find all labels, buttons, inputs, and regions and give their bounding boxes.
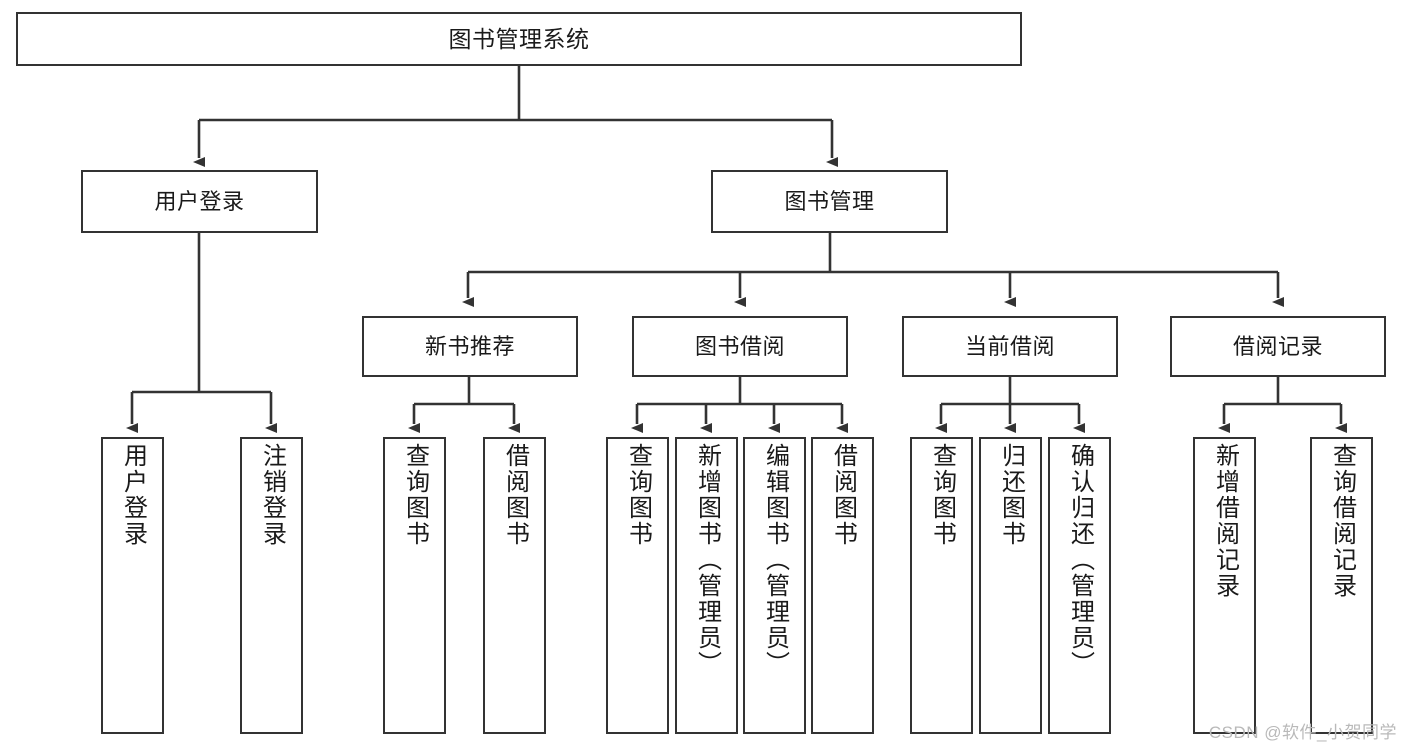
node-label: 新增图书（管理员） xyxy=(693,443,721,677)
leaf-book-borrow-add-book-admin[interactable]: 新增图书（管理员） xyxy=(675,437,738,734)
node-current-borrow[interactable]: 当前借阅 xyxy=(902,316,1118,377)
node-book-management[interactable]: 图书管理 xyxy=(711,170,948,233)
node-label: 编辑图书（管理员） xyxy=(761,443,789,677)
leaf-current-borrow-query-book[interactable]: 查询图书 xyxy=(910,437,973,734)
leaf-user-login-logout[interactable]: 注销登录 xyxy=(240,437,303,734)
node-label: 当前借阅 xyxy=(964,333,1055,359)
node-book-borrow[interactable]: 图书借阅 xyxy=(632,316,848,377)
leaf-borrow-record-add-record[interactable]: 新增借阅记录 xyxy=(1193,437,1256,734)
leaf-new-book-borrow-book[interactable]: 借阅图书 xyxy=(483,437,546,734)
node-borrow-record[interactable]: 借阅记录 xyxy=(1170,316,1386,377)
leaf-book-borrow-edit-book-admin[interactable]: 编辑图书（管理员） xyxy=(743,437,806,734)
node-label: 查询图书 xyxy=(624,443,652,547)
leaf-new-book-query-book[interactable]: 查询图书 xyxy=(383,437,446,734)
node-root-book-management-system[interactable]: 图书管理系统 xyxy=(16,12,1022,66)
node-label: 确认归还（管理员） xyxy=(1066,443,1094,677)
node-label: 新增借阅记录 xyxy=(1211,443,1239,599)
node-label: 图书借阅 xyxy=(694,333,785,359)
node-label: 图书管理系统 xyxy=(448,25,590,52)
node-label: 用户登录 xyxy=(119,443,147,547)
node-label: 查询借阅记录 xyxy=(1328,443,1356,599)
leaf-book-borrow-borrow-book[interactable]: 借阅图书 xyxy=(811,437,874,734)
node-user-login[interactable]: 用户登录 xyxy=(81,170,318,233)
node-label: 借阅图书 xyxy=(829,443,857,547)
leaf-borrow-record-query-record[interactable]: 查询借阅记录 xyxy=(1310,437,1373,734)
leaf-user-login-login[interactable]: 用户登录 xyxy=(101,437,164,734)
node-label: 借阅图书 xyxy=(501,443,529,547)
node-label: 注销登录 xyxy=(258,443,286,547)
leaf-current-borrow-return-book[interactable]: 归还图书 xyxy=(979,437,1042,734)
node-label: 查询图书 xyxy=(401,443,429,547)
node-label: 用户登录 xyxy=(154,188,245,214)
leaf-current-borrow-confirm-return-admin[interactable]: 确认归还（管理员） xyxy=(1048,437,1111,734)
node-new-book-recommend[interactable]: 新书推荐 xyxy=(362,316,578,377)
node-label: 图书管理 xyxy=(784,188,875,214)
node-label: 归还图书 xyxy=(997,443,1025,547)
csdn-watermark: CSDN @软件_小贺同学 xyxy=(1208,723,1397,742)
node-label: 新书推荐 xyxy=(424,333,515,359)
node-label: 查询图书 xyxy=(928,443,956,547)
node-label: 借阅记录 xyxy=(1232,333,1323,359)
leaf-book-borrow-query-book[interactable]: 查询图书 xyxy=(606,437,669,734)
